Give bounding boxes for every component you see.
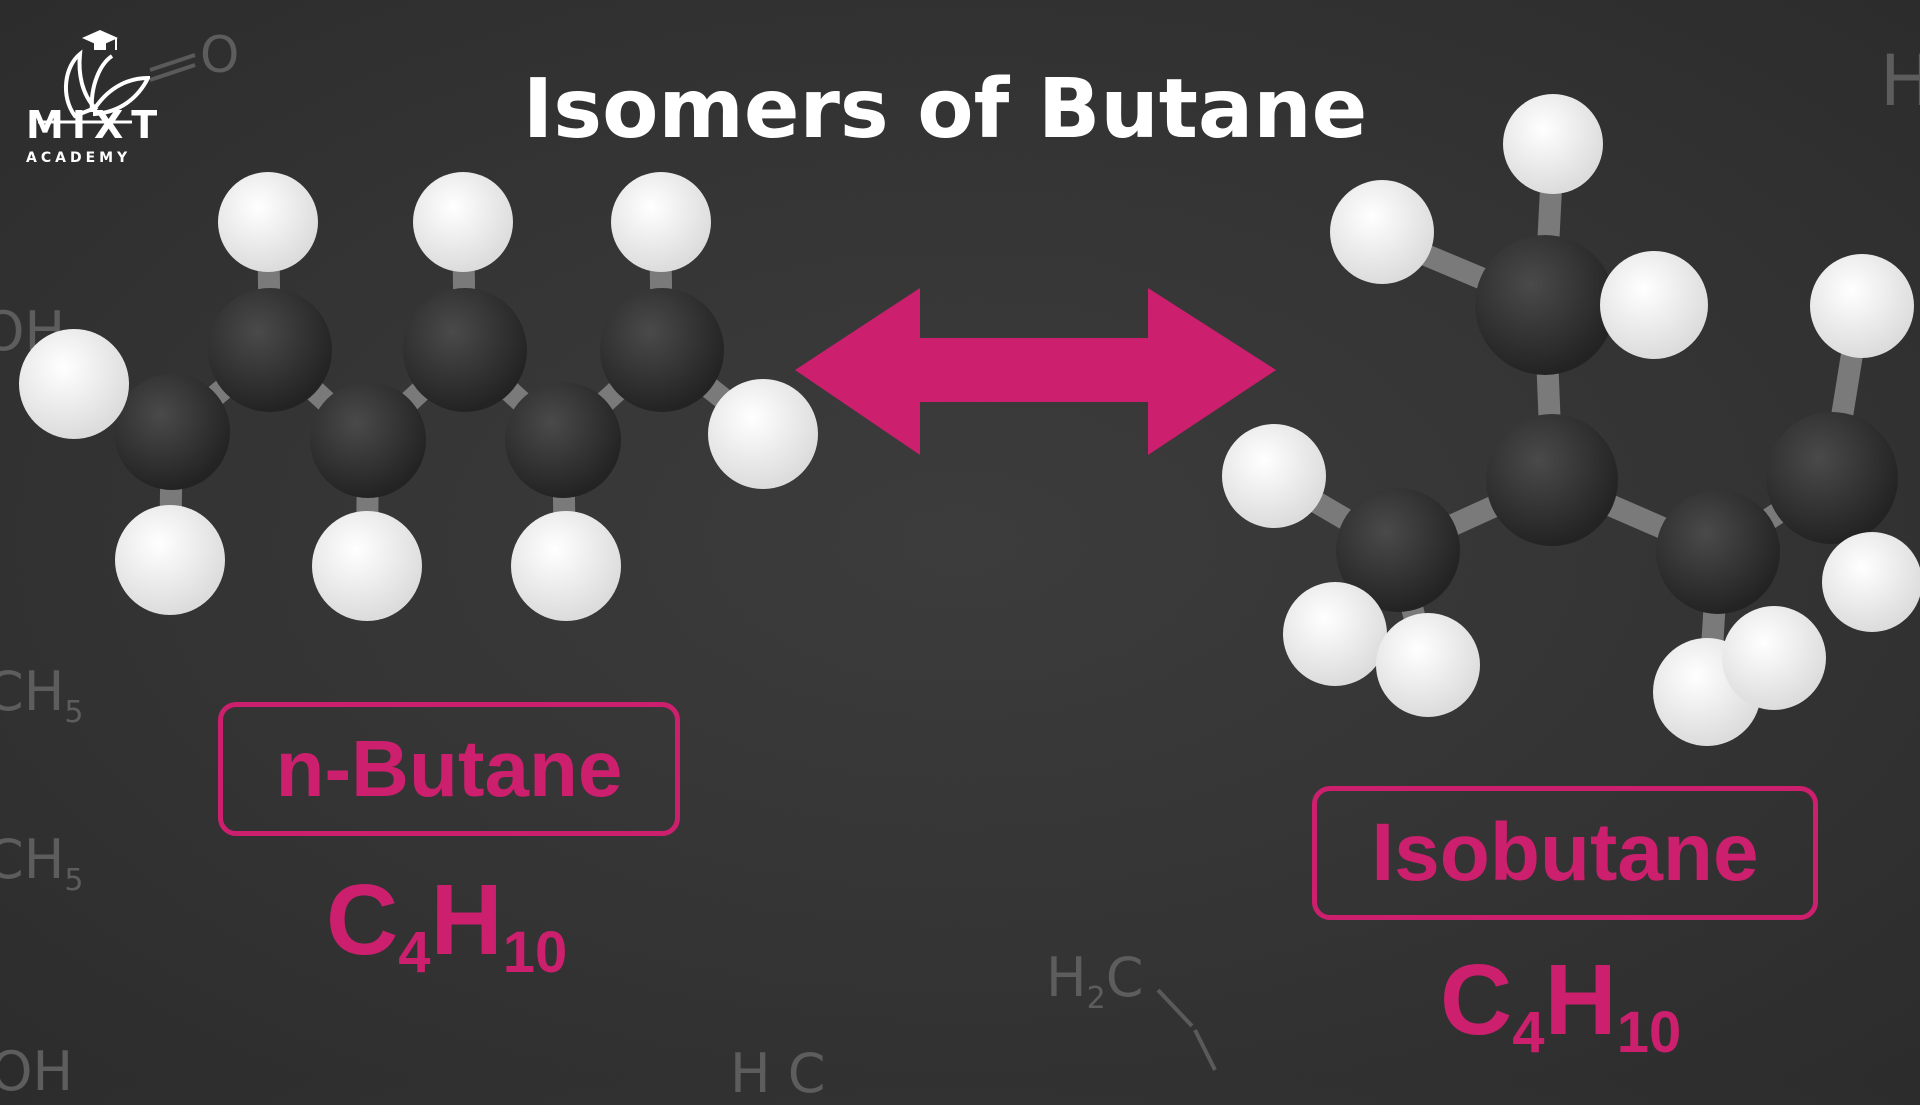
hydrogen-atom (1822, 532, 1920, 632)
carbon-atom (1475, 235, 1615, 375)
carbon-atom (1766, 412, 1898, 544)
background-formula: H2C (1046, 946, 1144, 1016)
isobutane-label: Isobutane (1312, 786, 1818, 920)
carbon-atom (1656, 490, 1780, 614)
carbon-atom (114, 374, 230, 490)
molecule-diagram (19, 94, 1920, 746)
background-bond-lines (149, 53, 1217, 1071)
carbon-atom (403, 288, 527, 412)
hydrogen-atom (1810, 254, 1914, 358)
hydrogen-atom (1503, 94, 1603, 194)
hydrogen-atom (1330, 180, 1434, 284)
hydrogen-atom (708, 379, 818, 489)
hydrogen-atom (115, 505, 225, 615)
hydrogen-atom (312, 511, 422, 621)
logo-wordmark: MIXT (26, 103, 166, 147)
logo-subtitle: ACADEMY (26, 150, 132, 166)
background-formula: H (1880, 40, 1920, 122)
isobutane-model (1222, 94, 1920, 746)
background-formula: CH5 (0, 660, 84, 730)
hydrogen-atom (1376, 613, 1480, 717)
mixt-academy-logo-icon (38, 30, 150, 124)
carbon-atom (1486, 414, 1618, 546)
hydrogen-atom (1600, 251, 1708, 359)
carbon-atom (310, 382, 426, 498)
carbon-atom (505, 382, 621, 498)
isobutane-formula: C4H10 (1440, 944, 1682, 1065)
carbon-atom (1336, 488, 1460, 612)
page-title: Isomers of Butane (522, 62, 1368, 157)
carbon-atom (600, 288, 724, 412)
hydrogen-atom (1722, 606, 1826, 710)
hydrogen-atom (1283, 582, 1387, 686)
hydrogen-atom (218, 172, 318, 272)
n-butane-model (19, 172, 818, 621)
n-butane-label: n-Butane (218, 702, 680, 836)
hydrogen-atom (1222, 424, 1326, 528)
hydrogen-atom (19, 329, 129, 439)
hydrogen-atom (413, 172, 513, 272)
background-formula: O (200, 26, 240, 84)
carbon-atom (208, 288, 332, 412)
background-formula: CH5 (0, 828, 84, 898)
double-headed-arrow-icon (795, 288, 1276, 455)
hydrogen-atom (511, 511, 621, 621)
n-butane-formula: C4H10 (326, 864, 568, 985)
hydrogen-atom (611, 172, 711, 272)
